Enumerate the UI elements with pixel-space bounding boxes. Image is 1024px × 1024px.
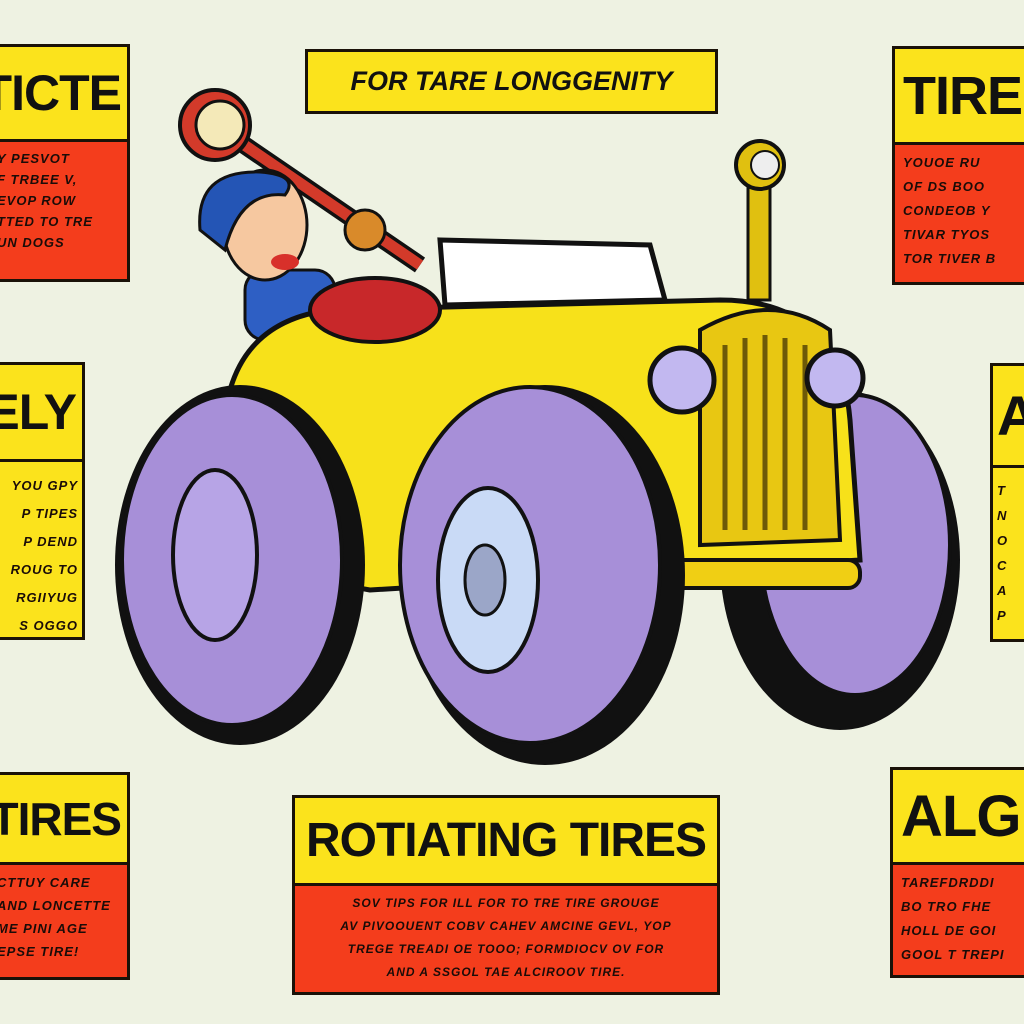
panel-line: OF DS BOO bbox=[903, 179, 985, 194]
panel-title: ELY bbox=[0, 365, 82, 462]
panel-title: STICTE bbox=[0, 47, 127, 142]
panel-line: TIVAR TYOS bbox=[903, 227, 991, 242]
panel-line: EPSE TIRE! bbox=[0, 944, 80, 959]
panel-line: SOV TIPS FOR ILL FOR TO TRE TIRE GROUGE bbox=[352, 896, 660, 910]
panel-line: O bbox=[997, 533, 1009, 548]
panel-line: TREGE TREADI OE TOOO; FORMDIOCV OV FOR bbox=[347, 942, 665, 956]
panel-line: P TIPES bbox=[21, 506, 78, 521]
panel-line: AV PIVOOUENT COBV CAHEV AMCINE GEVL, YOP bbox=[340, 919, 672, 933]
panel-title: A bbox=[993, 366, 1024, 468]
panel-bottom-left: TIRES CTTUY CARE AND LONCETTE ME PINI AG… bbox=[0, 772, 130, 980]
panel-title: TIRES bbox=[0, 775, 127, 865]
panel-title: ALGN bbox=[893, 770, 1024, 865]
panel-line: P DEND bbox=[23, 534, 78, 549]
tire-gauge-icon bbox=[178, 88, 426, 273]
panel-line: HOLL DE GOI bbox=[901, 923, 997, 938]
panel-line: UN DOGS bbox=[0, 235, 65, 250]
panel-line: ROUG TO bbox=[10, 562, 78, 577]
panel-bottom-right: ALGN TAREFDRDDI BO TRO FHE HOLL DE GOI G… bbox=[890, 767, 1024, 978]
panel-line: F TRBEE V, bbox=[0, 172, 78, 187]
tire-rear-left bbox=[115, 385, 365, 745]
panel-top-right: TIRE YOUOE RU OF DS BOO CONDEOB Y TIVAR … bbox=[892, 46, 1024, 285]
panel-line: TOR TIVER B bbox=[903, 251, 997, 266]
panel-line: S OGGO bbox=[19, 618, 78, 633]
panel-top-left: STICTE Y PESVOT F TRBEE V, EVOP ROW TTED… bbox=[0, 44, 130, 282]
panel-line: Y PESVOT bbox=[0, 151, 70, 166]
panel-line: TTED TO TRE bbox=[0, 214, 93, 229]
panel-line: N bbox=[997, 508, 1008, 523]
panel-title: ROTIATING TIRES bbox=[295, 798, 717, 886]
panel-line: YOU GPY bbox=[11, 478, 78, 493]
panel-title: TIRE bbox=[895, 49, 1024, 145]
panel-mid-right: A T N O C A P bbox=[990, 363, 1024, 642]
panel-bottom-center: ROTIATING TIRES SOV TIPS FOR ILL FOR TO … bbox=[292, 795, 720, 995]
panel-line: AND LONCETTE bbox=[0, 898, 111, 913]
title-banner: FOR TARE LONGGENITY bbox=[305, 49, 718, 114]
tire-front bbox=[398, 385, 685, 765]
panel-line: CTTUY CARE bbox=[0, 875, 91, 890]
panel-line: YOUOE RU bbox=[903, 155, 981, 170]
panel-line: ME PINI AGE bbox=[0, 921, 88, 936]
panel-line: CONDEOB Y bbox=[903, 203, 991, 218]
panel-mid-left: ELY YOU GPY P TIPES P DEND ROUG TO RGIIY… bbox=[0, 362, 85, 640]
panel-line: AND A SSGOL TAE ALCIROOV TIRE. bbox=[386, 965, 626, 979]
panel-line: EVOP ROW bbox=[0, 193, 77, 208]
banner-text: FOR TARE LONGGENITY bbox=[350, 66, 673, 96]
panel-line: GOOL T TREPI bbox=[901, 947, 1005, 962]
panel-line: RGIIYUG bbox=[16, 590, 78, 605]
panel-line: P bbox=[997, 608, 1007, 623]
panel-line: A bbox=[997, 583, 1008, 598]
panel-line: T bbox=[997, 483, 1006, 498]
headlights bbox=[647, 345, 866, 415]
panel-line: C bbox=[997, 558, 1008, 573]
panel-line: BO TRO FHE bbox=[901, 899, 992, 914]
panel-line: TAREFDRDDI bbox=[901, 875, 995, 890]
